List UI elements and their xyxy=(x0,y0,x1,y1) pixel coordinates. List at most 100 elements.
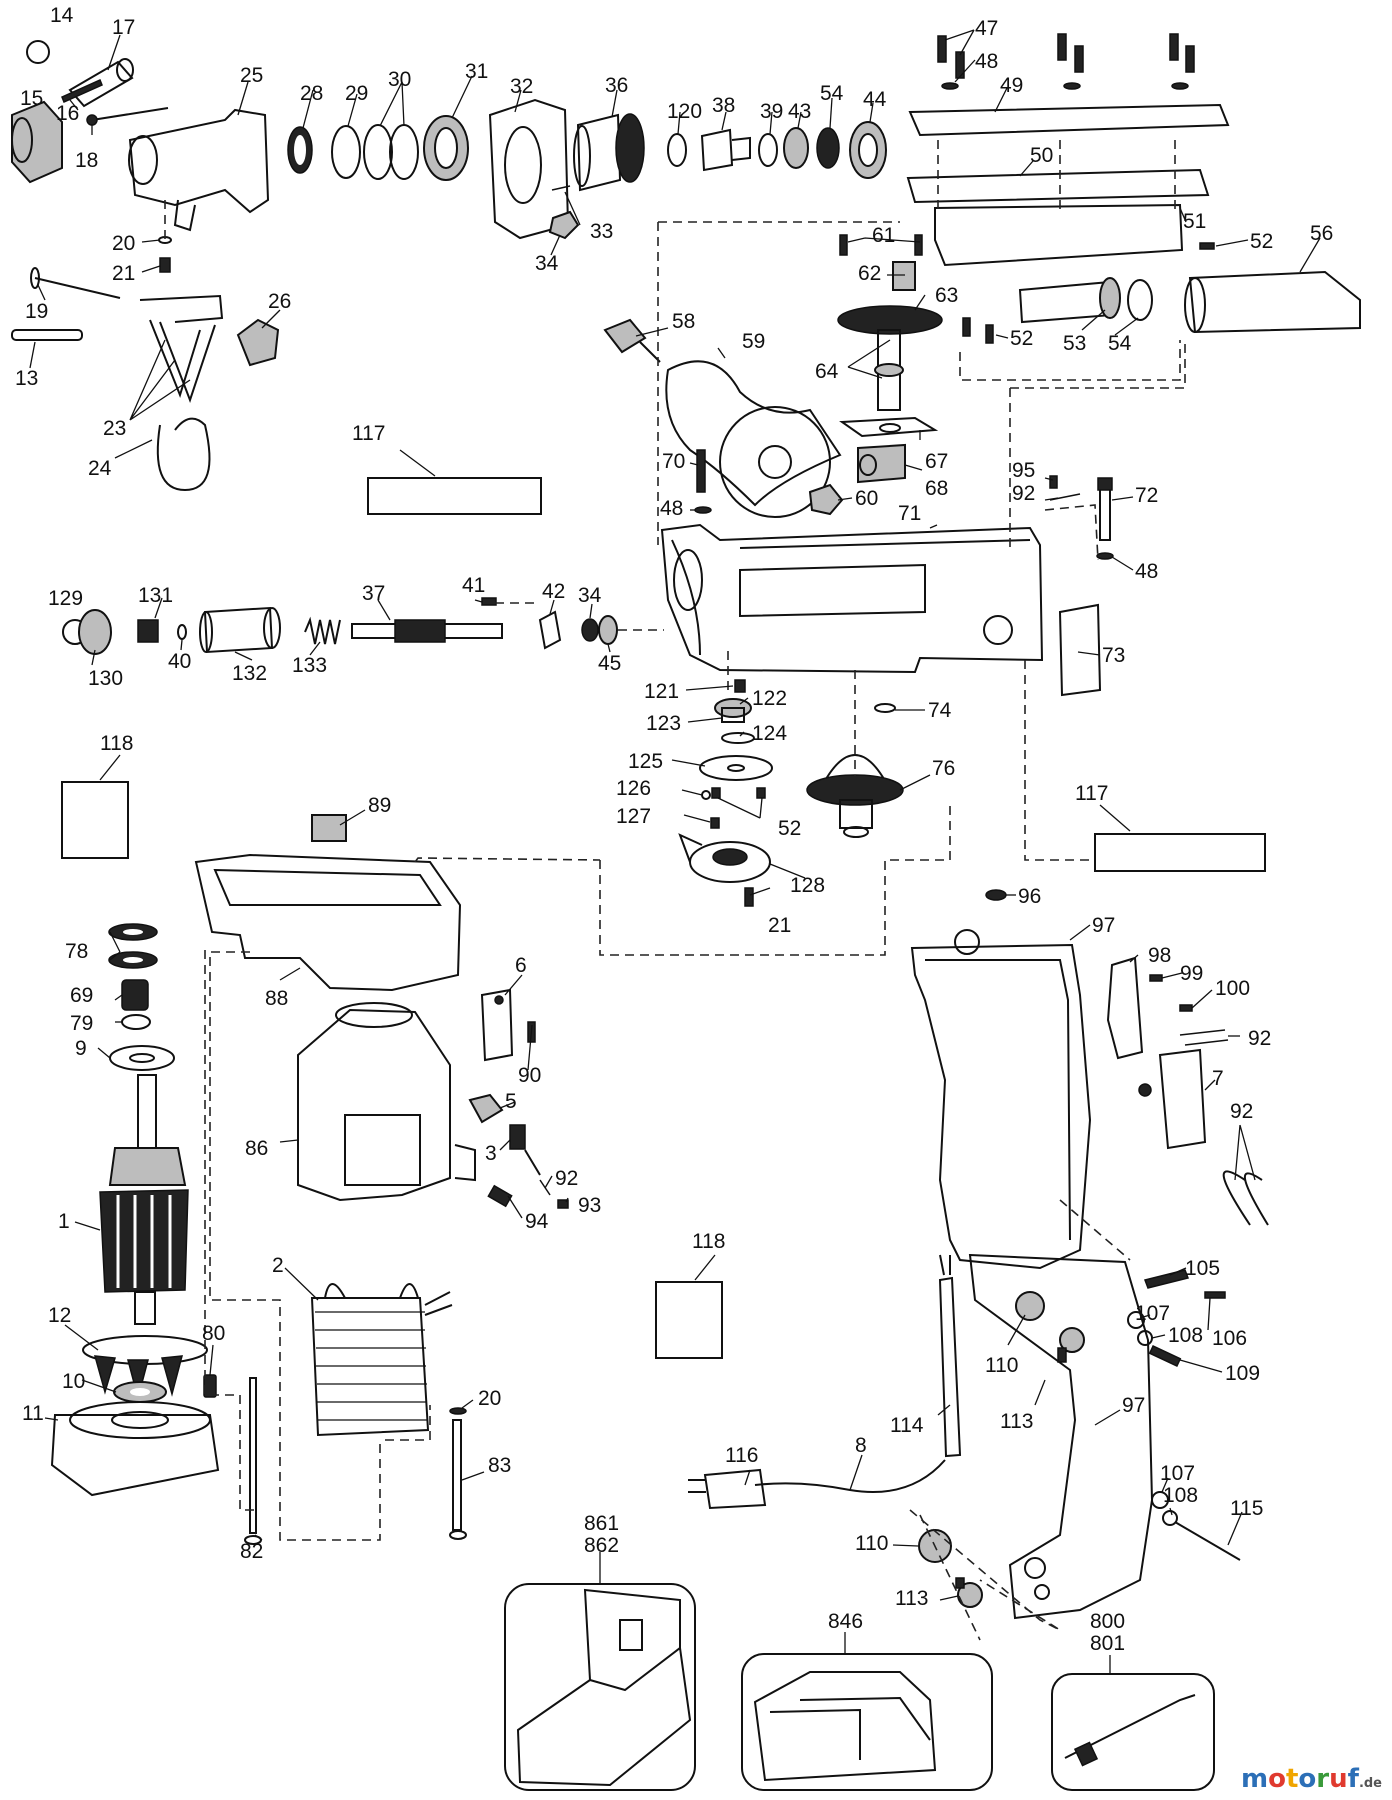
callout-124: 124 xyxy=(752,722,787,745)
part-screw-113a xyxy=(1057,1327,1085,1363)
part-bearing-44 xyxy=(849,121,887,179)
callout-2: 2 xyxy=(272,1254,284,1277)
callout-127: 127 xyxy=(616,805,651,828)
part-switch-7 xyxy=(1138,1048,1207,1150)
callout-44: 44 xyxy=(863,88,887,111)
part-bearing-31 xyxy=(423,115,469,181)
part-shaft-53 xyxy=(1018,277,1121,324)
part-knob-110a xyxy=(1015,1291,1045,1321)
part-nut-34b xyxy=(581,618,599,642)
callout-60: 60 xyxy=(855,487,878,510)
callout-125: 125 xyxy=(628,750,663,773)
part-washer-28 xyxy=(287,126,313,174)
part-screw-72 xyxy=(1097,477,1113,541)
part-cover-51 xyxy=(934,203,1184,267)
callout-28: 28 xyxy=(300,82,323,105)
callout-113a: 113 xyxy=(1000,1410,1033,1433)
part-shaft-38 xyxy=(700,128,751,172)
callout-labels: 14 17 15 16 18 25 28 29 30 31 32 33 34 3… xyxy=(15,4,1333,1655)
part-screw-82 xyxy=(244,1377,262,1545)
callout-129: 129 xyxy=(48,587,83,610)
callout-126: 126 xyxy=(616,777,651,800)
part-knob-26 xyxy=(236,318,280,367)
callout-34a: 34 xyxy=(535,252,559,275)
callout-107a: 107 xyxy=(1135,1302,1170,1325)
part-cord-8 xyxy=(688,1459,946,1510)
callout-41: 41 xyxy=(462,574,485,597)
part-screws-52c xyxy=(711,787,766,799)
assembly-lines xyxy=(164,140,1186,1641)
callout-98: 98 xyxy=(1148,944,1171,967)
part-ring-14 xyxy=(26,40,50,64)
part-handle-half-97b xyxy=(968,1253,1154,1620)
callout-29: 29 xyxy=(345,82,368,105)
callout-110a: 110 xyxy=(985,1354,1018,1377)
part-housing-25 xyxy=(128,108,270,232)
part-bushing-62 xyxy=(892,261,916,291)
box-118a xyxy=(61,754,129,859)
part-ring-40 xyxy=(177,624,187,640)
callout-16: 16 xyxy=(56,102,79,125)
callout-3: 3 xyxy=(485,1142,497,1165)
callout-11: 11 xyxy=(22,1402,44,1425)
part-washer-107b xyxy=(1151,1491,1169,1509)
callout-43: 43 xyxy=(788,100,811,123)
part-washer-120 xyxy=(667,133,687,167)
part-pin-33 xyxy=(551,185,571,191)
part-washer-20b xyxy=(449,1407,467,1415)
part-pin-17 xyxy=(68,58,134,108)
callout-92c: 92 xyxy=(1230,1100,1253,1123)
part-bearing-69 xyxy=(121,979,149,1011)
part-ring-54b xyxy=(1127,279,1153,321)
callout-38: 38 xyxy=(712,94,735,117)
callout-108a: 108 xyxy=(1168,1324,1203,1347)
part-washer-107a xyxy=(1127,1311,1145,1329)
callout-20b: 20 xyxy=(478,1387,501,1410)
callout-113b: 113 xyxy=(895,1587,928,1610)
part-washers-48 xyxy=(941,82,1189,90)
callout-846: 846 xyxy=(828,1610,863,1633)
callout-30: 30 xyxy=(388,68,411,91)
callout-7: 7 xyxy=(1212,1067,1224,1090)
callout-21b: 21 xyxy=(768,914,791,937)
box-117a xyxy=(367,449,542,515)
part-cover-49 xyxy=(908,103,1230,137)
callout-70: 70 xyxy=(662,450,685,473)
callout-71: 71 xyxy=(898,502,921,525)
callout-862: 862 xyxy=(584,1534,619,1557)
callout-133: 133 xyxy=(292,654,327,677)
callout-128: 128 xyxy=(790,874,825,897)
callout-45: 45 xyxy=(598,652,621,675)
callout-90: 90 xyxy=(518,1064,541,1087)
part-spring-clip-24 xyxy=(156,417,211,492)
watermark-suffix: .de xyxy=(1358,1776,1382,1791)
callout-861: 861 xyxy=(584,1512,619,1535)
callout-116: 116 xyxy=(725,1444,758,1467)
part-washer-48b xyxy=(694,506,712,514)
callout-117b: 117 xyxy=(1075,782,1108,805)
callout-114: 114 xyxy=(890,1414,924,1437)
watermark-letter: t xyxy=(1285,1764,1299,1794)
part-screw-83 xyxy=(449,1419,467,1540)
part-gear-130 xyxy=(78,609,112,655)
part-gear-45 xyxy=(598,615,618,645)
callout-52b: 52 xyxy=(1010,327,1033,350)
callout-92b: 92 xyxy=(1248,1027,1271,1050)
part-fan-12 xyxy=(82,1335,208,1401)
part-washer-39 xyxy=(758,133,778,167)
callout-106: 106 xyxy=(1212,1327,1247,1350)
callout-32: 32 xyxy=(510,75,533,98)
callout-110b: 110 xyxy=(855,1532,888,1555)
callout-8: 8 xyxy=(855,1434,867,1457)
callout-25: 25 xyxy=(240,64,263,87)
callout-118b: 118 xyxy=(692,1230,725,1253)
callout-36: 36 xyxy=(605,74,628,97)
callout-26: 26 xyxy=(268,290,291,313)
part-screw-99 xyxy=(1149,974,1163,982)
part-pin-121 xyxy=(734,679,746,693)
callout-19: 19 xyxy=(25,300,48,323)
callout-83: 83 xyxy=(488,1454,511,1477)
callout-48a: 48 xyxy=(975,50,998,73)
part-ring-79 xyxy=(121,1014,151,1030)
callout-76: 76 xyxy=(932,757,955,780)
